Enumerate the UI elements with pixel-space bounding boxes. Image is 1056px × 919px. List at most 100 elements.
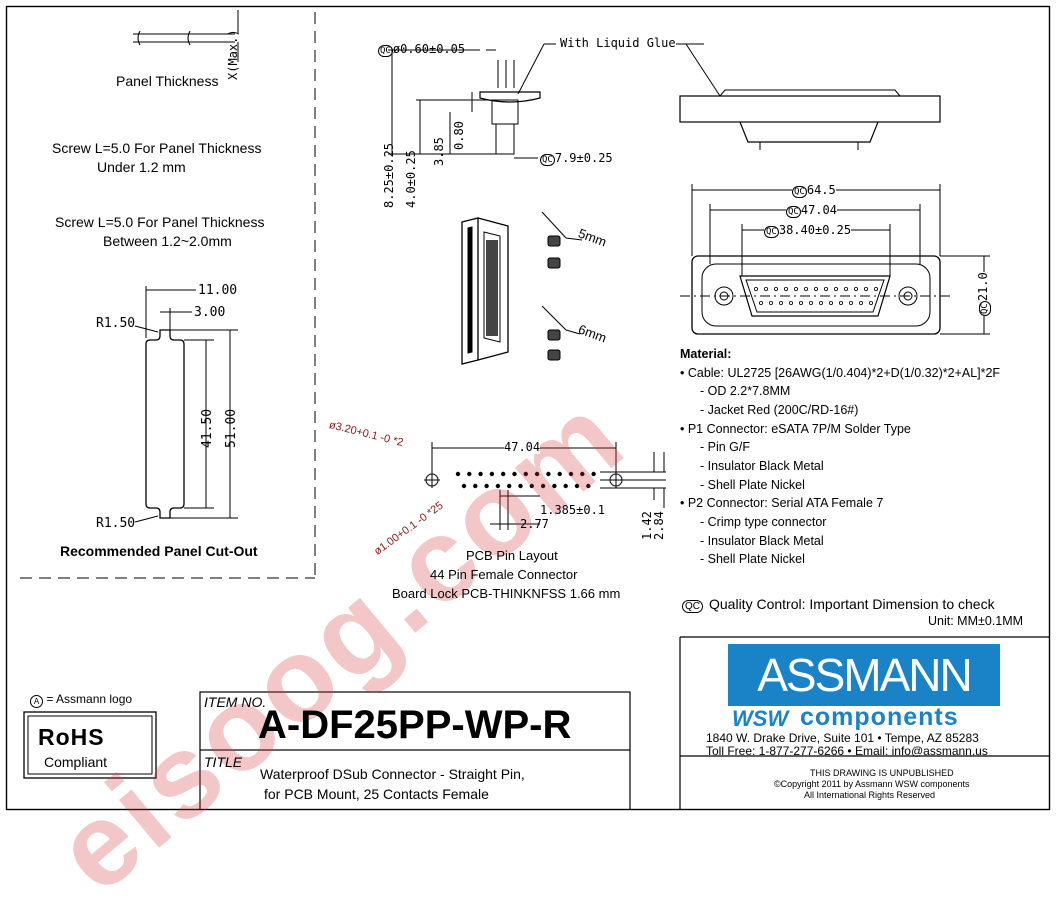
screw-note-1: Screw L=5.0 For Panel Thickness <box>52 140 262 156</box>
material-line: - Insulator Black Metal <box>700 534 824 548</box>
pcb-dim-4704: 47.04 <box>504 440 541 454</box>
screw-set-6mm <box>547 329 561 361</box>
pcb-pin <box>478 471 483 477</box>
dim-51: 51.00 <box>224 408 239 448</box>
notice-line-2: ©Copyright 2011 by Assmann WSW component… <box>774 779 970 789</box>
front-pin <box>794 286 799 291</box>
pcb-pin <box>580 471 585 477</box>
front-pin <box>839 300 844 305</box>
material-line: • Cable: UL2725 [26AWG(1/0.404)*2+D(1/0.… <box>680 366 1001 380</box>
front-pin <box>764 286 769 291</box>
pcb-pitch: 1.385±0.1 <box>540 503 606 517</box>
cutout-title: Recommended Panel Cut-Out <box>60 543 258 559</box>
screw-note-2: Screw L=5.0 For Panel Thickness <box>55 214 265 230</box>
front-pin <box>789 300 794 305</box>
front-pin <box>779 300 784 305</box>
iso-connector <box>461 217 509 365</box>
assmann-logo-icon: A <box>30 695 43 708</box>
radius-bottom: R1.50 <box>96 516 136 531</box>
dim-385: 3.85 <box>432 137 446 166</box>
components-text: components <box>800 703 959 731</box>
screw-note-1b: Under 1.2 mm <box>97 159 186 175</box>
screw-note-2b: Between 1.2~2.0mm <box>103 233 232 249</box>
company-address: 1840 W. Drake Drive, Suite 101 • Tempe, … <box>706 731 979 745</box>
pcb-pin <box>563 483 568 489</box>
rohs-title: RoHS <box>38 724 105 750</box>
front-pin <box>864 286 869 291</box>
material-line: • P2 Connector: Serial ATA Female 7 <box>680 496 884 510</box>
pcb-pin <box>507 483 512 489</box>
pcb-pin <box>540 483 546 489</box>
title-line-1: Waterproof DSub Connector - Straight Pin… <box>260 766 525 782</box>
front-pin <box>869 300 874 305</box>
glue-label: With Liquid Glue <box>560 36 676 50</box>
pcb-pin <box>534 471 540 477</box>
front-pin <box>874 286 879 291</box>
front-pin <box>754 286 759 291</box>
pcb-dim-284: 2.84 <box>652 511 666 540</box>
front-pin <box>829 300 834 305</box>
material-line: - OD 2.2*7.8MM <box>700 384 791 398</box>
dim-825: 8.25±0.25 <box>382 142 396 208</box>
pcb-pin <box>552 483 557 489</box>
dim-11: 11.00 <box>198 283 238 298</box>
pcb-dim-277: 2.77 <box>520 517 549 531</box>
front-pin <box>859 300 864 305</box>
dim-21: QC21.0 <box>976 272 991 316</box>
dim-40: 4.0±0.25 <box>404 150 418 208</box>
material-line: - Crimp type connector <box>700 515 827 529</box>
pcb-pin <box>501 471 506 477</box>
notice-line-3: All International Rights Reserved <box>804 790 936 800</box>
pcb-pin <box>467 471 472 477</box>
front-pin <box>844 286 849 291</box>
material-line: - Insulator Black Metal <box>700 459 824 473</box>
front-pin <box>814 286 819 291</box>
pcb-pin <box>518 483 523 489</box>
pcb-caption-2: 44 Pin Female Connector <box>430 567 578 582</box>
front-pins <box>754 286 879 305</box>
title-line-2: for PCB Mount, 25 Contacts Female <box>264 786 489 802</box>
item-no-label: ITEM NO. <box>204 694 267 710</box>
front-connector-view <box>691 255 941 335</box>
pcb-pin <box>546 471 551 477</box>
screw-set-5mm <box>547 235 561 269</box>
pcb-pin <box>529 483 534 489</box>
rohs-sub: Compliant <box>44 754 108 770</box>
pcb-pin <box>574 483 580 489</box>
pcb-pin <box>512 471 517 477</box>
title-label: TITLE <box>204 754 243 770</box>
pcb-pin <box>484 483 489 489</box>
front-pin <box>784 286 789 291</box>
front-pin <box>769 300 774 305</box>
item-no: A-DF25PP-WP-R <box>258 703 572 747</box>
material-line: - Shell Plate Nickel <box>700 552 805 566</box>
pcb-pin <box>523 471 528 477</box>
front-pin <box>824 286 829 291</box>
pcb-pin <box>568 471 574 477</box>
drawing-canvas <box>5 5 1051 811</box>
front-pin <box>819 300 824 305</box>
dim-080: 0.80 <box>452 121 466 150</box>
pcb-pin <box>461 483 467 489</box>
notice-line-1: THIS DRAWING IS UNPUBLISHED <box>810 768 954 778</box>
front-pin <box>759 300 764 305</box>
panel-thickness-label: Panel Thickness <box>116 73 219 89</box>
pcb-pin <box>557 471 562 477</box>
front-pin <box>809 300 814 305</box>
front-pin <box>849 300 854 305</box>
x-max-label: X(Max.) <box>226 29 240 80</box>
logo-note: A = Assmann logo <box>30 692 132 708</box>
dim-41: 41.50 <box>200 408 215 448</box>
unit-note: Unit: MM±0.1MM <box>928 614 1024 628</box>
dim-3: 3.00 <box>194 305 226 320</box>
pcb-pin <box>591 471 596 477</box>
pcb-caption-3: Board Lock PCB-THINKNFSS 1.66 mm <box>392 586 621 601</box>
panel-cutout-shape <box>145 329 185 519</box>
front-pin <box>774 286 779 291</box>
